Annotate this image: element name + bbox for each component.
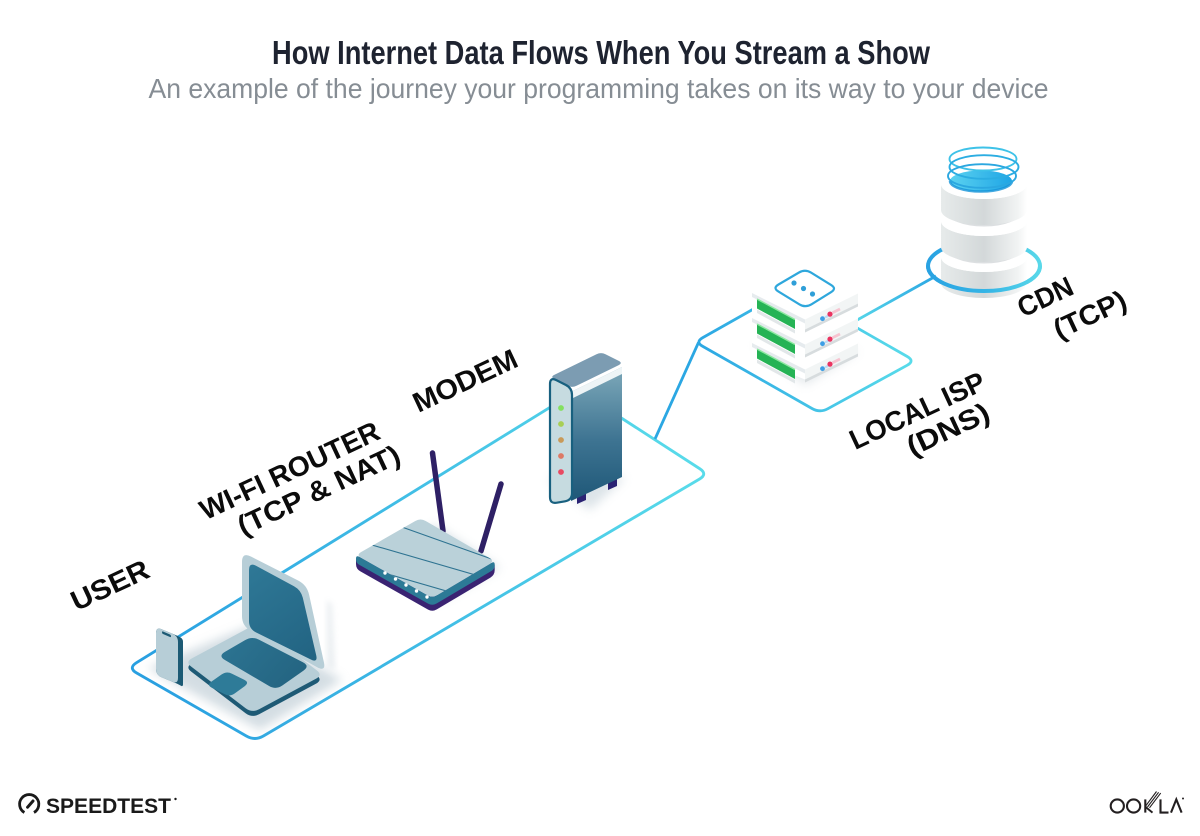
svg-text:MODEM: MODEM bbox=[408, 343, 523, 418]
svg-text:USER: USER bbox=[66, 554, 154, 617]
svg-text:How Internet Data Flows When Y: How Internet Data Flows When You Stream … bbox=[272, 34, 930, 71]
svg-text:SPEEDTEST: SPEEDTEST bbox=[46, 795, 171, 818]
svg-text:An example of the journey your: An example of the journey your programmi… bbox=[149, 73, 1049, 104]
